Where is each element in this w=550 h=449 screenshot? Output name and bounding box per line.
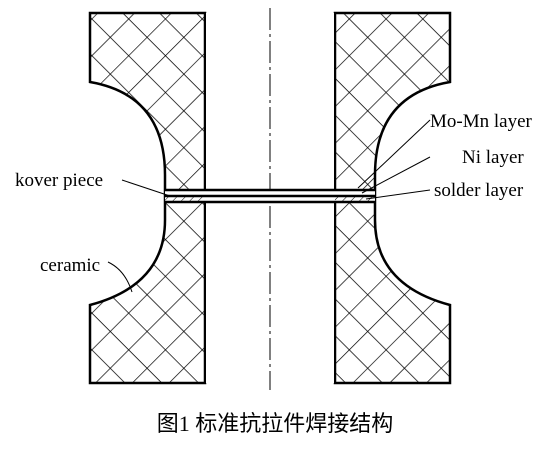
right-ceramic-body	[333, 11, 452, 385]
leader-ceramic	[107, 261, 133, 293]
figure-caption: 图1 标准抗拉件焊接结构	[157, 411, 394, 436]
label-mo-mn: Mo-Mn layer	[430, 111, 533, 132]
leader-kover	[121, 179, 171, 197]
leader-ni	[361, 156, 431, 194]
leader-solder	[365, 189, 431, 200]
label-kover: kover piece	[15, 170, 103, 191]
leader-mo-mn	[357, 119, 431, 189]
solder-layer-right	[335, 196, 375, 202]
label-solder: solder layer	[434, 180, 524, 201]
solder-layer-left	[165, 196, 205, 202]
label-ceramic: ceramic	[40, 255, 100, 276]
left-ceramic-body	[88, 11, 207, 385]
label-ni: Ni layer	[462, 147, 524, 168]
